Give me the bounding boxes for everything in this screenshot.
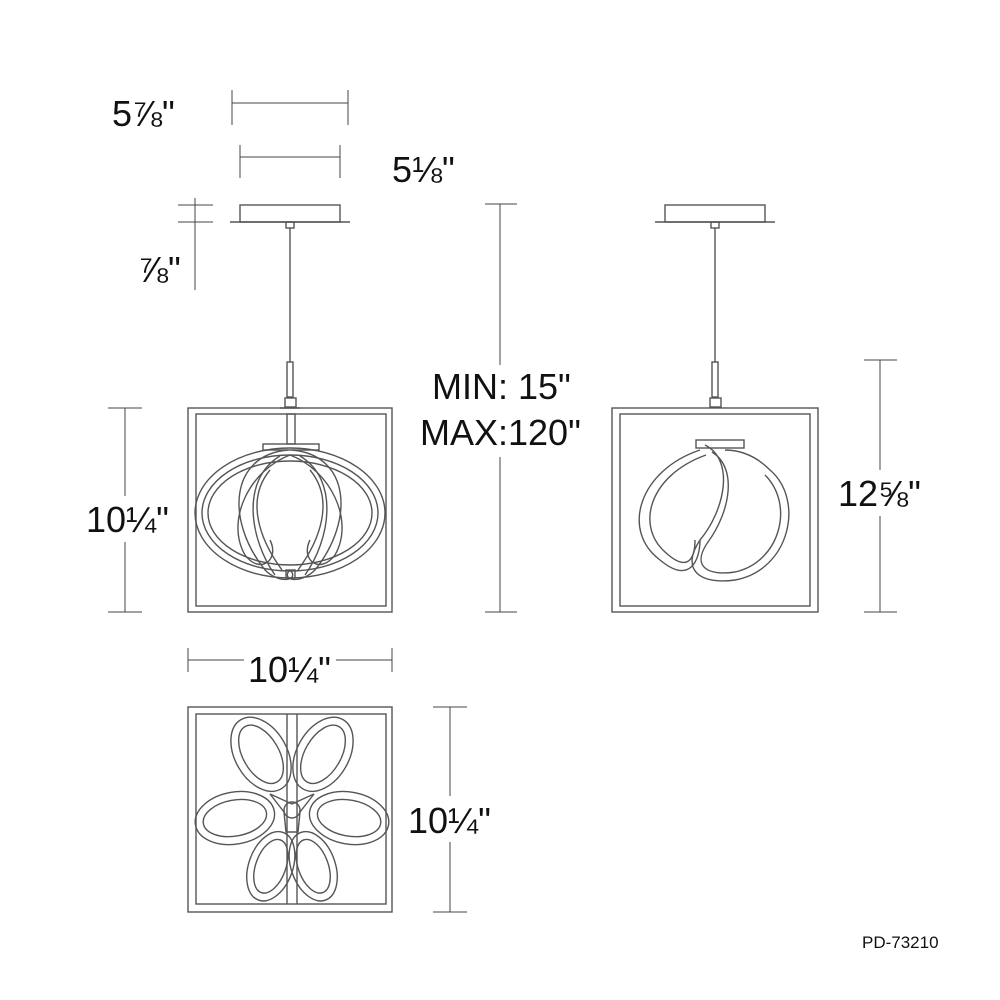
overall-height-dimension: MIN: 15" MAX:120" (418, 203, 584, 613)
cage-width-label: 10¼" (248, 649, 331, 690)
top-view-fixture (187, 706, 393, 913)
overall-min-label: MIN: 15" (432, 366, 571, 407)
canopy-base-width-dimension: 5⅛" (239, 145, 455, 190)
canopy-base-width-label: 5⅛" (392, 149, 455, 190)
overall-max-label: MAX:120" (420, 412, 581, 453)
side-height-dimension: 12⅝" (836, 359, 928, 613)
front-view-fixture (187, 204, 393, 613)
canopy-height-label: ⅞" (138, 249, 181, 290)
canopy-height-dimension: ⅞" (138, 198, 213, 290)
cage-depth-label: 10¼" (408, 800, 491, 841)
cage-depth-dimension: 10¼" (406, 706, 498, 913)
front-height-dimension: 10¼" (84, 407, 169, 613)
model-number: PD-73210 (862, 933, 939, 952)
canopy-width-label: 5⅞" (112, 93, 175, 134)
cage-width-dimension: 10¼" (187, 640, 393, 690)
canopy-width-dimension: 5⅞" (112, 90, 349, 134)
side-height-label: 12⅝" (838, 473, 921, 514)
side-view-fixture (611, 204, 819, 613)
front-height-label: 10¼" (86, 499, 169, 540)
